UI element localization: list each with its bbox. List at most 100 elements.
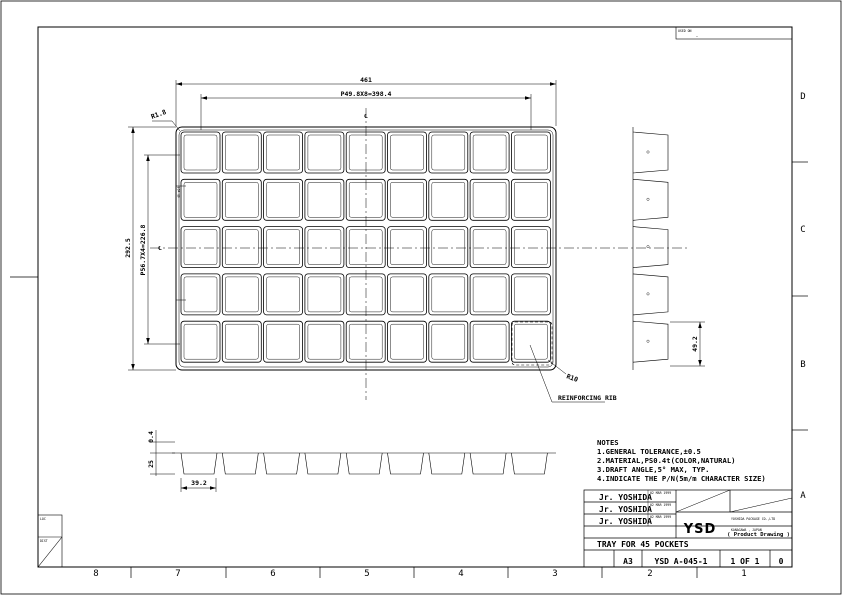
side-pocket-profile bbox=[632, 273, 669, 316]
zone-col-label: 1 bbox=[741, 569, 746, 579]
note-line: 2.MATERIAL,PS0.4t(COLOR,NATURAL) bbox=[597, 456, 735, 465]
pocket bbox=[345, 131, 386, 174]
pocket bbox=[469, 273, 510, 316]
pocket bbox=[263, 226, 304, 269]
side-mark bbox=[646, 150, 650, 154]
pocket bbox=[180, 320, 221, 363]
pocket bbox=[510, 131, 551, 174]
date-checked: 02 MAR 1999 bbox=[650, 503, 671, 507]
pocket bbox=[263, 273, 304, 316]
loc-label: LOC bbox=[40, 517, 46, 521]
pocket bbox=[387, 178, 427, 221]
dim-pocket-width: 39.2 bbox=[191, 479, 207, 487]
tray-front-view bbox=[150, 430, 556, 492]
ysd-logo: YSD bbox=[683, 522, 717, 537]
pocket bbox=[428, 226, 469, 269]
pocket bbox=[180, 131, 221, 174]
zone-col-label: 2 bbox=[647, 569, 652, 579]
zone-col-label: 5 bbox=[364, 569, 369, 579]
pocket bbox=[263, 131, 304, 174]
pocket bbox=[180, 178, 221, 221]
zone-col-label: 8 bbox=[93, 569, 98, 579]
sheet-count: 1 OF 1 bbox=[731, 557, 760, 566]
pocket bbox=[304, 226, 345, 269]
front-pocket-profile bbox=[304, 452, 342, 475]
pocket bbox=[345, 320, 386, 363]
pocket bbox=[304, 320, 345, 363]
side-mark bbox=[646, 197, 650, 201]
zone-row-label: A bbox=[800, 491, 806, 501]
pocket bbox=[428, 178, 469, 221]
dim-pitch-y: P56.7X4=226.8 bbox=[139, 224, 147, 275]
front-pocket-profile bbox=[345, 452, 383, 475]
dimension-lines bbox=[128, 80, 605, 403]
side-mark bbox=[646, 245, 650, 249]
side-mark bbox=[646, 292, 650, 296]
zone-ticks bbox=[10, 161, 808, 578]
pocket bbox=[387, 320, 427, 363]
pocket bbox=[510, 178, 551, 221]
side-pocket-profile bbox=[632, 131, 669, 174]
pocket bbox=[469, 320, 510, 363]
loc-dist-box bbox=[37, 514, 63, 568]
pocket bbox=[304, 273, 345, 316]
sheet-size: A3 bbox=[623, 557, 633, 566]
reinforcing-rib-label: REINFORCING RIB bbox=[558, 394, 617, 402]
zone-col-label: 6 bbox=[270, 569, 275, 579]
front-pocket-profile bbox=[387, 452, 424, 475]
pocket bbox=[345, 178, 386, 221]
pocket bbox=[387, 131, 427, 174]
pocket bbox=[345, 273, 386, 316]
centerline-symbol: ℄ bbox=[157, 246, 162, 252]
drawing-kind: ( Product Drawing ) bbox=[727, 532, 790, 538]
pocket bbox=[387, 273, 427, 316]
pocket bbox=[428, 131, 469, 174]
note-line: 4.INDICATE THE P/N(5m/m CHARACTER SIZE) bbox=[597, 474, 766, 483]
pocket bbox=[469, 131, 510, 174]
drawing-title: TRAY FOR 45 POCKETS bbox=[597, 540, 689, 549]
zone-col-label: 7 bbox=[175, 569, 180, 579]
notes-block: NOTES 1.GENERAL TOLERANCE,±0.5 2.MATERIA… bbox=[597, 438, 766, 483]
svg-text:USED ON: USED ON bbox=[678, 29, 692, 33]
front-pocket-profile bbox=[511, 452, 548, 475]
revision: 0 bbox=[779, 557, 784, 566]
centerline-symbol: ℄ bbox=[363, 114, 368, 120]
note-line: 3.DRAFT ANGLE,5° MAX, TYP. bbox=[597, 465, 710, 474]
pocket bbox=[263, 320, 304, 363]
pocket bbox=[221, 320, 262, 363]
svg-text:—: — bbox=[696, 34, 698, 38]
side-mark bbox=[646, 339, 650, 343]
zone-col-label: 4 bbox=[458, 569, 463, 579]
pocket bbox=[221, 131, 262, 174]
tilted-note: 45-ø25 bbox=[177, 186, 181, 198]
notes-heading: NOTES bbox=[597, 438, 619, 447]
pocket bbox=[180, 273, 221, 316]
pocket bbox=[180, 226, 221, 269]
pocket bbox=[510, 273, 551, 316]
side-pocket-profile bbox=[632, 226, 669, 268]
dim-pitch-x: P49.8X8=398.4 bbox=[341, 90, 392, 98]
pocket bbox=[510, 320, 551, 363]
front-pocket-profile bbox=[222, 452, 259, 475]
date-approved: 02 MAR 1999 bbox=[650, 515, 671, 519]
tray-plan-view bbox=[150, 108, 690, 400]
side-pocket-profile bbox=[632, 320, 669, 363]
arrow-heads bbox=[181, 486, 216, 490]
dim-depth: 25 bbox=[147, 460, 155, 468]
used-on-box: USED ON — bbox=[675, 26, 793, 40]
zone-col-label: 3 bbox=[552, 569, 557, 579]
zone-row-label: C bbox=[800, 225, 805, 235]
pocket bbox=[221, 226, 262, 269]
pocket bbox=[345, 226, 386, 269]
dist-label: DIST bbox=[40, 539, 48, 543]
pocket bbox=[221, 178, 262, 221]
dim-pocket-depth-side: 49.2 bbox=[691, 336, 699, 352]
front-pocket-profile bbox=[180, 452, 218, 475]
date-drawn: 02 MAR 1999 bbox=[650, 491, 671, 495]
dim-rib-radius: R10 bbox=[565, 372, 579, 384]
zone-row-label: B bbox=[800, 360, 805, 370]
arrow-heads bbox=[698, 322, 702, 366]
side-pocket-profile bbox=[632, 179, 669, 221]
